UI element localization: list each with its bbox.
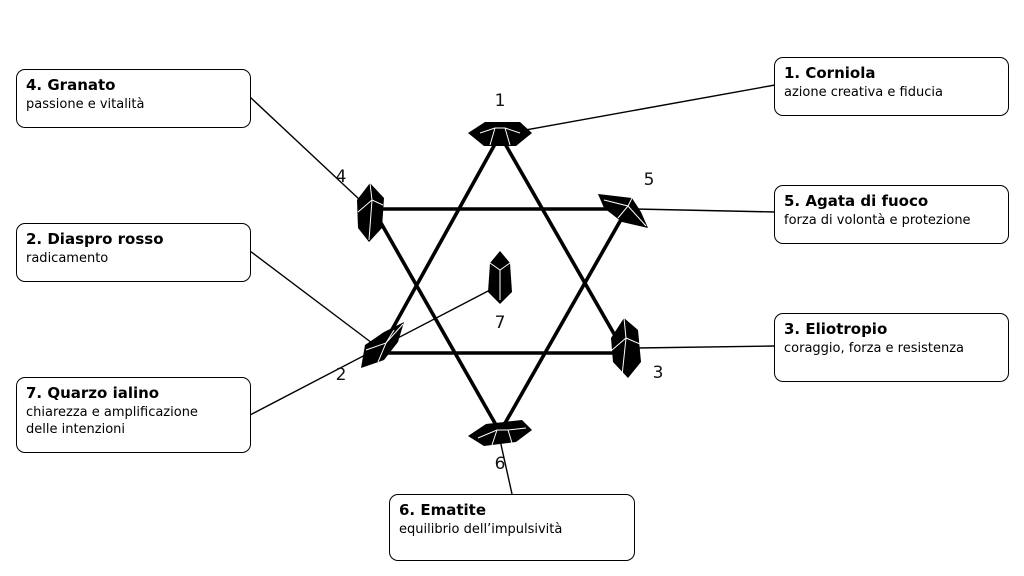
connector-4 bbox=[249, 96, 361, 201]
label-box-1-corniola: 1. Corniola azione creativa e fiducia bbox=[774, 57, 1009, 116]
label-box-4-granato: 4. Granato passione e vitalità bbox=[16, 69, 251, 128]
label-title: 3. Eliotropio bbox=[784, 320, 888, 338]
connector-6 bbox=[499, 439, 513, 495]
stone-number-5: 5 bbox=[644, 170, 655, 190]
stone-number-3: 3 bbox=[653, 363, 664, 383]
stone-number-1: 1 bbox=[495, 91, 506, 111]
connector-5 bbox=[634, 208, 776, 213]
label-title: 5. Agata di fuoco bbox=[784, 192, 929, 210]
upward-triangle bbox=[375, 131, 629, 355]
label-description: forza di volontà e protezione bbox=[784, 213, 971, 228]
stone-7-quarzo-icon bbox=[488, 251, 512, 304]
stone-4-granato-icon bbox=[357, 182, 384, 242]
label-box-3-eliotropio: 3. Eliotropio coraggio, forza e resisten… bbox=[774, 313, 1009, 382]
stone-number-2: 2 bbox=[336, 365, 347, 385]
stone-number-6: 6 bbox=[495, 454, 506, 474]
connector-1 bbox=[519, 84, 776, 132]
label-box-5-agata-di-fuoco: 5. Agata di fuoco forza di volontà e pro… bbox=[774, 185, 1009, 244]
stone-5-agata-icon bbox=[598, 194, 648, 228]
stone-number-4: 4 bbox=[336, 167, 347, 187]
label-description: coraggio, forza e resistenza bbox=[784, 341, 965, 356]
label-box-2-diaspro-rosso: 2. Diaspro rosso radicamento bbox=[16, 223, 251, 282]
stone-6-ematite-icon bbox=[468, 420, 532, 446]
label-box-7-quarzo-ialino: 7. Quarzo ialino chiarezza e amplificazi… bbox=[16, 377, 251, 453]
label-title: 6. Ematite bbox=[399, 501, 487, 519]
label-description: azione creativa e fiducia bbox=[784, 85, 943, 100]
downward-triangle bbox=[369, 207, 631, 436]
label-title: 2. Diaspro rosso bbox=[26, 230, 164, 248]
label-title: 7. Quarzo ialino bbox=[26, 384, 160, 402]
label-title: 1. Corniola bbox=[784, 64, 876, 82]
label-description: equilibrio dell’impulsività bbox=[399, 522, 563, 537]
stone-3-eliotropio-icon bbox=[611, 317, 641, 378]
connector-3 bbox=[636, 345, 776, 349]
label-description: passione e vitalità bbox=[26, 97, 145, 112]
stone-number-7: 7 bbox=[495, 313, 506, 333]
label-description: radicamento bbox=[26, 251, 109, 266]
label-description: chiarezza e amplificazione delle intenzi… bbox=[26, 405, 198, 437]
label-box-6-ematite: 6. Ematite equilibrio dell’impulsività bbox=[389, 494, 635, 561]
connector-2 bbox=[249, 250, 373, 344]
stone-2-diaspro-icon bbox=[361, 322, 404, 368]
stone-1-corniola-icon bbox=[468, 122, 532, 146]
label-title: 4. Granato bbox=[26, 76, 116, 94]
